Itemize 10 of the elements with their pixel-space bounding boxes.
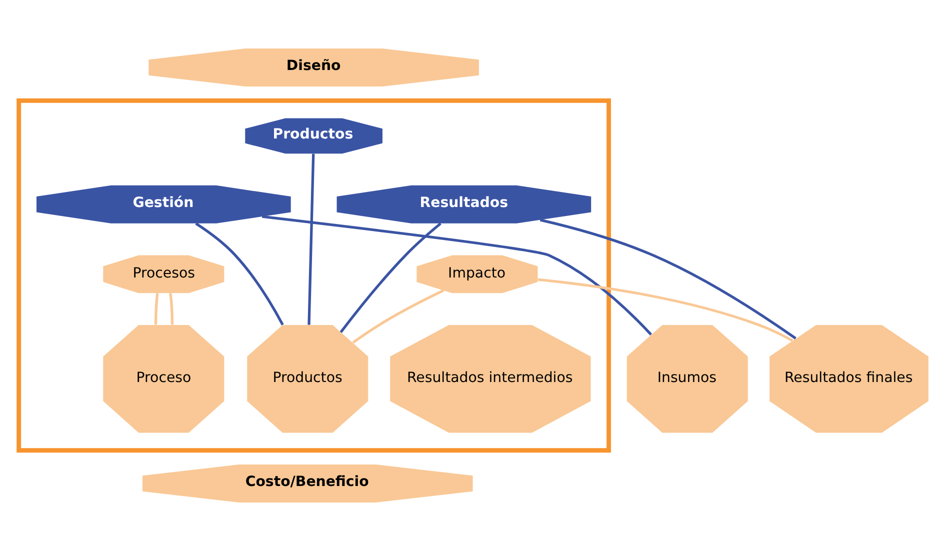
connector: [352, 288, 444, 344]
connector: [540, 218, 796, 339]
connector: [308, 153, 315, 324]
cluster: [16, 98, 611, 452]
connector: [262, 214, 652, 335]
connector: [195, 222, 284, 325]
connector: [154, 292, 159, 324]
connector: [340, 222, 442, 333]
connector: [169, 292, 174, 324]
connector: [538, 278, 794, 342]
